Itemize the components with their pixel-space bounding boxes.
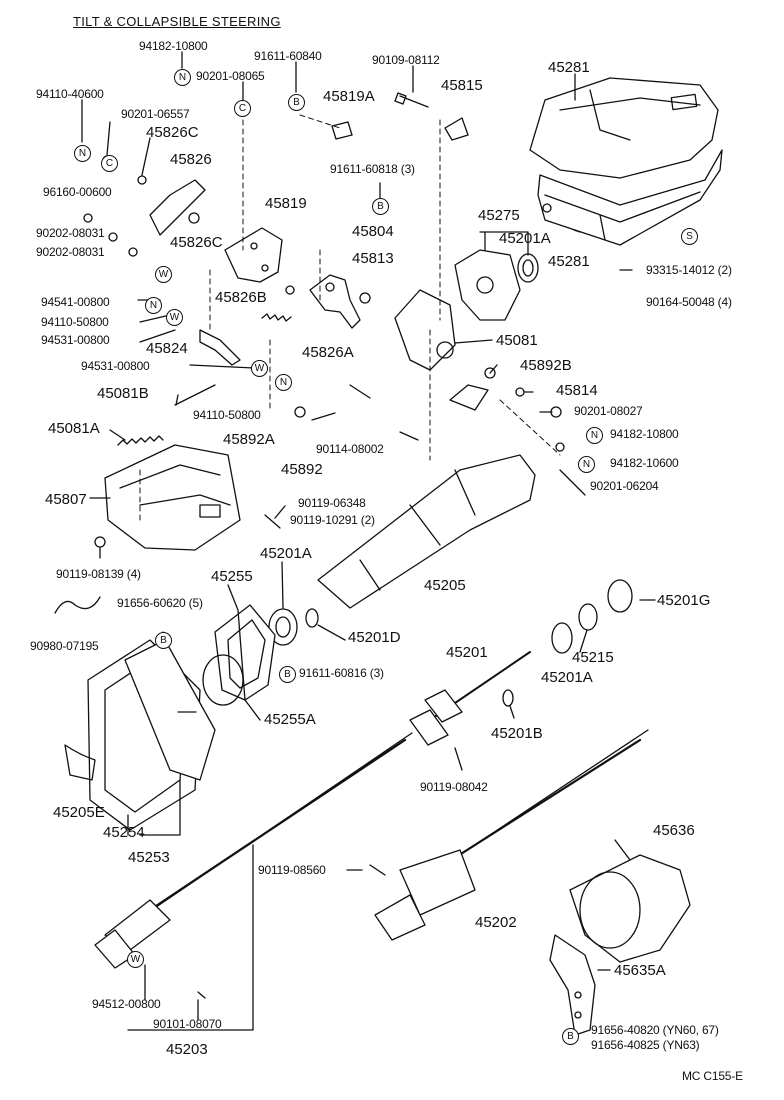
part-label: 45275: [478, 207, 520, 224]
fastener-symbol-icon: N: [275, 374, 292, 391]
part-label: 45813: [352, 250, 394, 267]
fastener-symbol-icon: B: [279, 666, 296, 683]
part-label: 45815: [441, 77, 483, 94]
part-label: 94512-00800: [92, 997, 161, 1011]
part-label: 90119-08560: [258, 863, 326, 877]
part-label: 45081B: [97, 385, 149, 402]
part-label: 91611-60840: [254, 49, 322, 63]
fastener-symbol-icon: B: [155, 632, 172, 649]
part-label: 94541-00800: [41, 295, 110, 309]
fastener-symbol-icon: N: [74, 145, 91, 162]
part-label: 91611-60818 (3): [330, 162, 415, 176]
part-label: 94531-00800: [41, 333, 110, 347]
part-label: 90201-06204: [590, 479, 659, 493]
part-label: 45824: [146, 340, 188, 357]
part-label: 45819A: [323, 88, 375, 105]
part-label: 90201-08065: [196, 69, 265, 83]
fastener-symbol-icon: C: [101, 155, 118, 172]
part-label: 96160-00600: [43, 185, 112, 199]
fastener-symbol-icon: W: [166, 309, 183, 326]
part-label: 94182-10800: [610, 427, 679, 441]
part-label: 45215: [572, 649, 614, 666]
fastener-symbol-icon: S: [681, 228, 698, 245]
part-label: 45826C: [170, 234, 223, 251]
part-label: 90164-50048 (4): [646, 295, 732, 309]
fastener-symbol-icon: C: [234, 100, 251, 117]
part-label: 90119-08042: [420, 780, 488, 794]
part-label: 45255: [211, 568, 253, 585]
part-label: 90109-08112: [372, 53, 440, 67]
part-label: 45205E: [53, 804, 105, 821]
part-label: 90202-08031: [36, 245, 105, 259]
part-label: 45201A: [541, 669, 593, 686]
part-label: 45819: [265, 195, 307, 212]
part-label: 45201B: [491, 725, 543, 742]
part-label: 45081: [496, 332, 538, 349]
part-label: 45201: [446, 644, 488, 661]
part-label: 45081A: [48, 420, 100, 437]
part-label: 90101-08070: [153, 1017, 222, 1031]
part-label: 90119-10291 (2): [290, 513, 375, 527]
part-label: 90980-07195: [30, 639, 99, 653]
part-label: 45635A: [614, 962, 666, 979]
part-label: 93315-14012 (2): [646, 263, 732, 277]
part-label: 94182-10800: [139, 39, 208, 53]
part-label: 91656-40820 (YN60, 67): [591, 1023, 719, 1037]
part-label: 91611-60816 (3): [299, 666, 384, 680]
part-label: 94110-40600: [36, 87, 104, 101]
part-label: 45804: [352, 223, 394, 240]
part-label: 45892: [281, 461, 323, 478]
part-label: 45205: [424, 577, 466, 594]
part-label: 94110-50800: [41, 315, 109, 329]
fastener-symbol-icon: N: [174, 69, 191, 86]
fastener-symbol-icon: W: [155, 266, 172, 283]
part-label: 45253: [128, 849, 170, 866]
part-label: 45201D: [348, 629, 401, 646]
part-label: 90119-06348: [298, 496, 366, 510]
part-label: 45814: [556, 382, 598, 399]
column-cover-45281: [529, 77, 723, 246]
fastener-symbol-icon: N: [586, 427, 603, 444]
part-label: 91656-60620 (5): [117, 596, 203, 610]
part-label: 45892B: [520, 357, 572, 374]
part-label: 94110-50800: [193, 408, 261, 422]
diagram-code: MC C155-E: [682, 1069, 743, 1083]
part-label: 45807: [45, 491, 87, 508]
fastener-symbol-icon: W: [127, 951, 144, 968]
part-label: 45201A: [260, 545, 312, 562]
part-label: 91656-40825 (YN63): [591, 1038, 700, 1052]
part-label: 45255A: [264, 711, 316, 728]
part-label: 90201-08027: [574, 404, 643, 418]
fastener-symbol-icon: B: [288, 94, 305, 111]
part-label: 45202: [475, 914, 517, 931]
part-label: 45826A: [302, 344, 354, 361]
part-label: 45636: [653, 822, 695, 839]
part-label: 45203: [166, 1041, 208, 1058]
part-45815: [444, 117, 469, 141]
part-label: 45201A: [499, 230, 551, 247]
fastener-symbol-icon: B: [562, 1028, 579, 1045]
fastener-symbol-icon: B: [372, 198, 389, 215]
fastener-symbol-icon: N: [145, 297, 162, 314]
part-label: 90114-08002: [316, 442, 384, 456]
part-label: 45281: [548, 59, 590, 76]
part-label: 94531-00800: [81, 359, 150, 373]
part-label: 90119-08139 (4): [56, 567, 141, 581]
part-label: 45254: [103, 824, 145, 841]
part-label: 45826C: [146, 124, 199, 141]
bolt-90109: [394, 92, 429, 108]
fastener-symbol-icon: W: [251, 360, 268, 377]
part-label: 45826B: [215, 289, 267, 306]
fastener-symbol-icon: N: [578, 456, 595, 473]
part-label: 45281: [548, 253, 590, 270]
part-label: 45892A: [223, 431, 275, 448]
part-label: 94182-10600: [610, 456, 679, 470]
part-label: 90202-08031: [36, 226, 105, 240]
part-label: 90201-06557: [121, 107, 190, 121]
part-label: 45201G: [657, 592, 711, 609]
part-label: 45826: [170, 151, 212, 168]
diagram-title: TILT & COLLAPSIBLE STEERING: [73, 14, 281, 29]
